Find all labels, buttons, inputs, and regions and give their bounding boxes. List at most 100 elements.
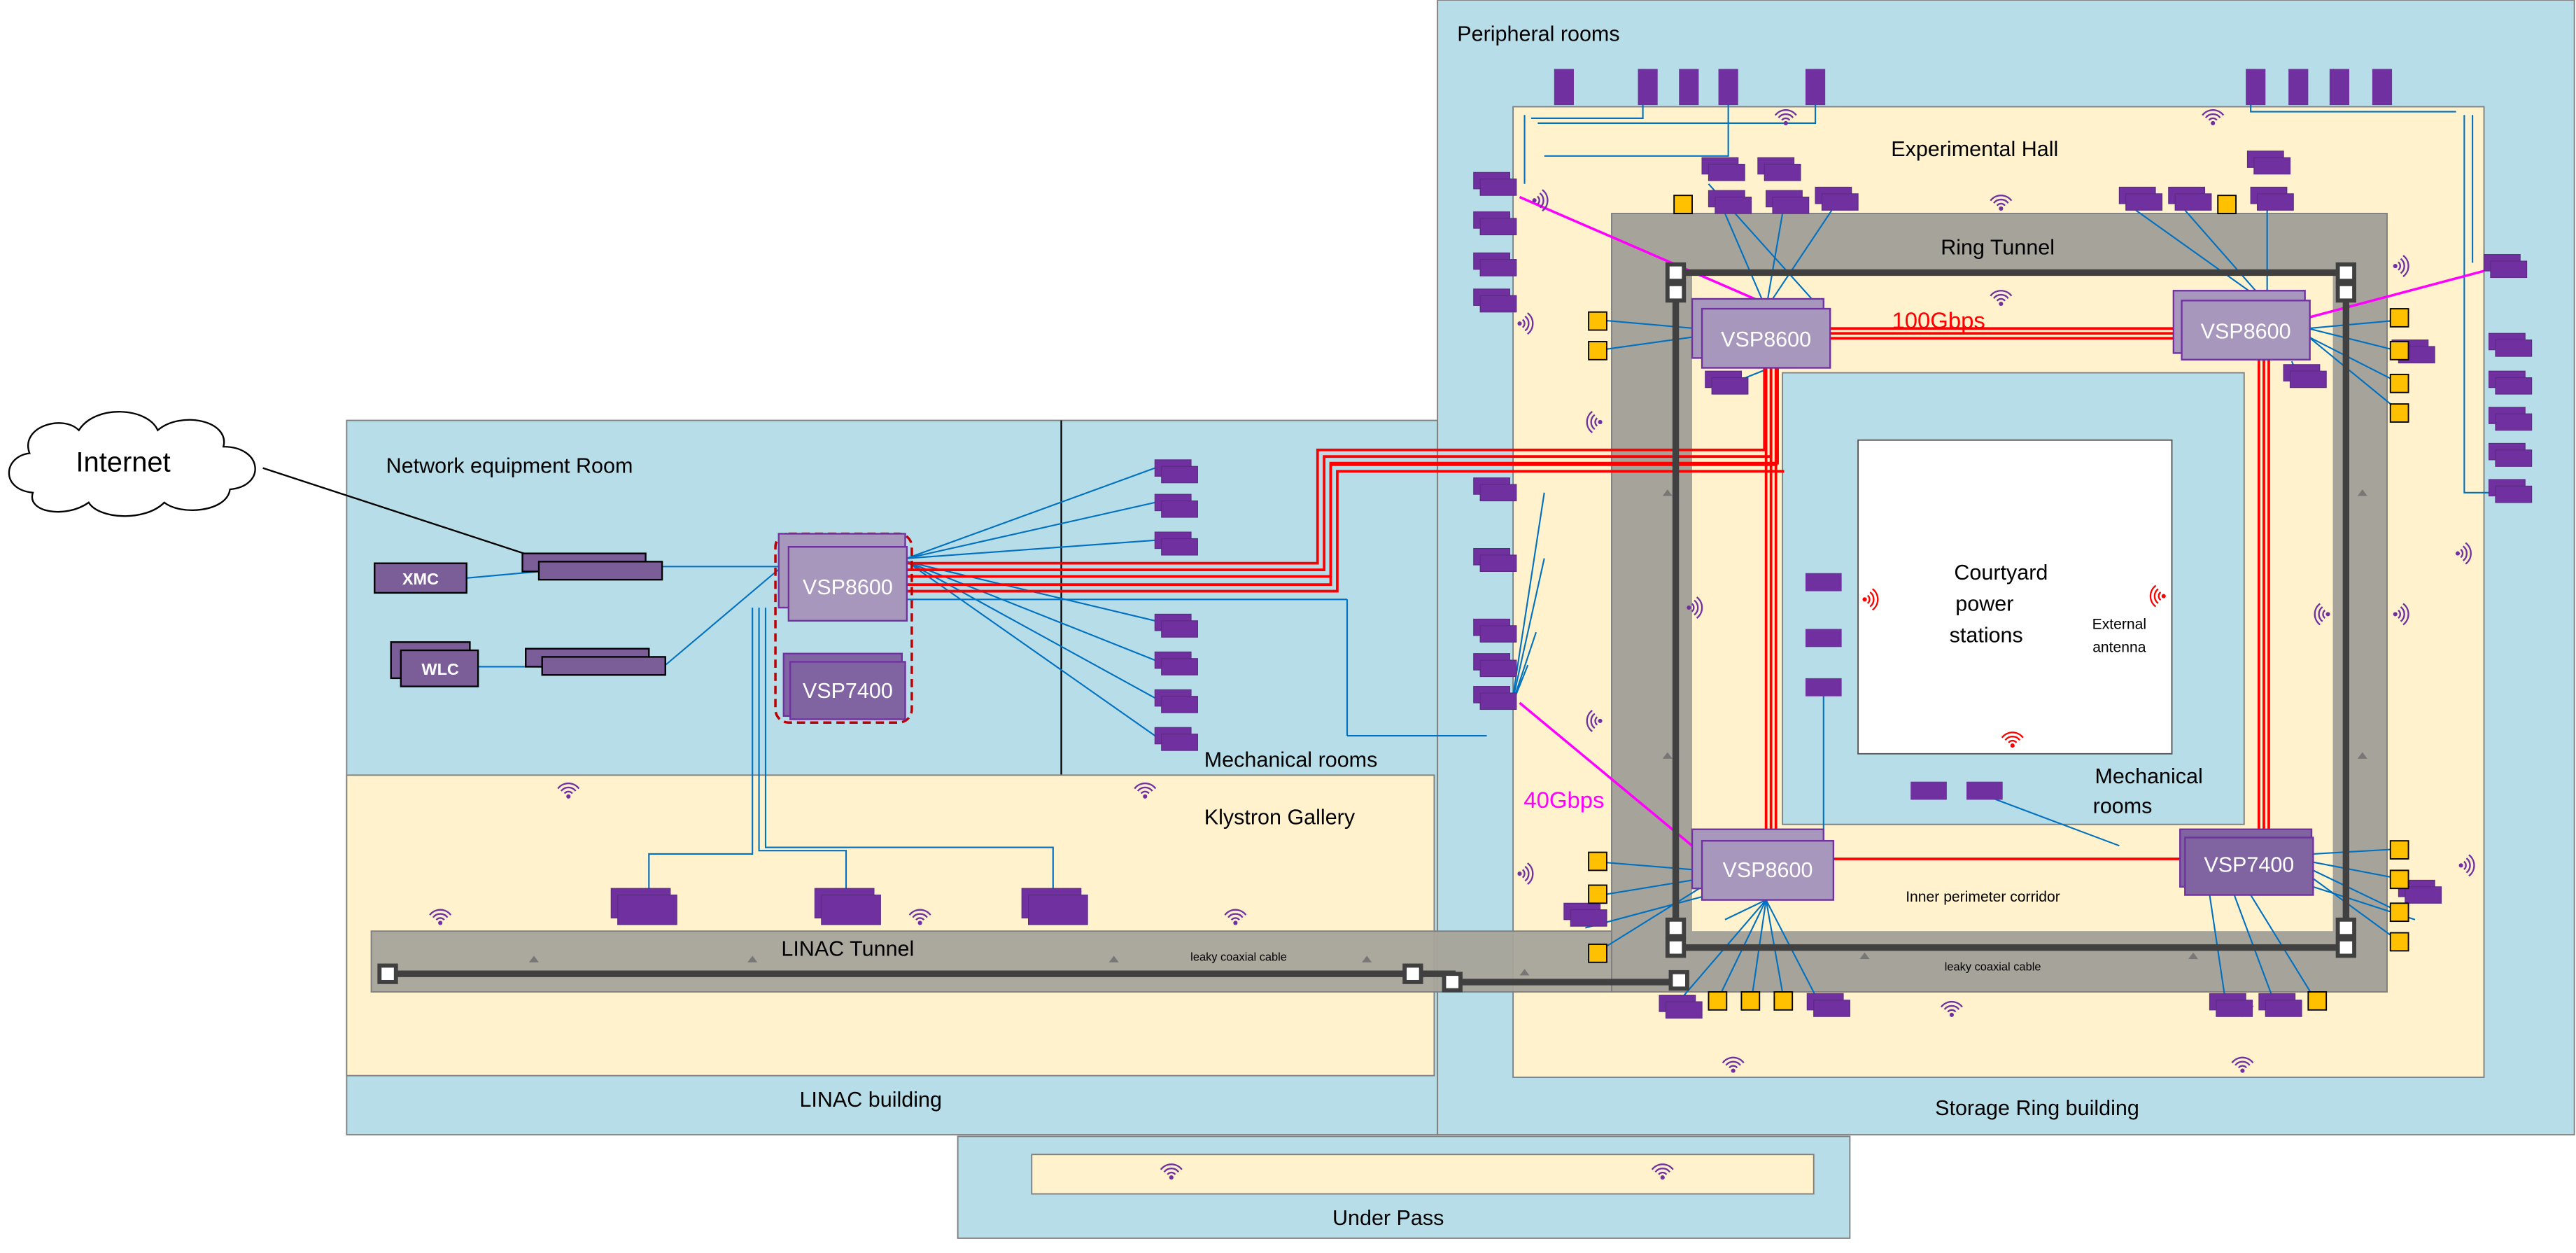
network-device[interactable]: [1154, 459, 1198, 484]
wifi-dot: [1532, 198, 1537, 203]
network-device[interactable]: [1154, 689, 1198, 713]
sensor-device[interactable]: [1740, 991, 1761, 1011]
network-device[interactable]: [2372, 69, 2393, 106]
network-device[interactable]: [1473, 252, 1517, 276]
sensor-device[interactable]: [1588, 311, 1607, 331]
network-device[interactable]: [1757, 157, 1801, 181]
network-device[interactable]: [610, 888, 677, 925]
network-device[interactable]: [1154, 493, 1198, 518]
sensor-device[interactable]: [2389, 373, 2409, 393]
cable-node: [2335, 262, 2357, 284]
network-device[interactable]: [1805, 69, 1826, 106]
network-device[interactable]: [1563, 902, 1607, 927]
network-device[interactable]: [2329, 69, 2350, 106]
cable-label: leaky coaxial cable: [1190, 951, 1287, 963]
sensor-device[interactable]: [2389, 902, 2409, 923]
network-device[interactable]: [2488, 442, 2533, 467]
network-device[interactable]: [1638, 69, 1658, 106]
network-device[interactable]: [2246, 150, 2291, 175]
network-device[interactable]: [1154, 613, 1198, 638]
wifi-arc: [1781, 117, 1791, 121]
network-device[interactable]: [2398, 879, 2442, 904]
network-device[interactable]: [2118, 186, 2162, 211]
network-device[interactable]: [1473, 547, 1517, 572]
network-device[interactable]: [1554, 69, 1574, 106]
wlc-controller[interactable]: WLC: [390, 641, 479, 687]
sensor-device[interactable]: [2389, 308, 2409, 328]
network-device[interactable]: [1679, 69, 1699, 106]
network-device[interactable]: [1705, 370, 1749, 395]
ring-switch-top-left[interactable]: VSP8600: [1691, 298, 1831, 369]
network-device[interactable]: [2246, 69, 2266, 106]
wifi-arc: [1654, 1168, 1671, 1173]
wifi-arc: [1590, 713, 1596, 729]
network-device[interactable]: [1473, 477, 1517, 502]
wlc-label: WLC: [421, 660, 458, 678]
network-device[interactable]: [2258, 993, 2302, 1017]
network-device[interactable]: [1473, 172, 1517, 196]
wifi-arc: [1527, 312, 1534, 335]
wifi-icon: [2458, 854, 2475, 877]
network-device[interactable]: [1766, 190, 1810, 214]
sensor-device[interactable]: [2389, 932, 2409, 952]
wifi-dot: [2393, 264, 2398, 269]
sensor-device[interactable]: [1588, 341, 1607, 360]
network-device[interactable]: [2488, 370, 2533, 395]
network-device[interactable]: [1473, 618, 1517, 643]
network-device[interactable]: [2483, 254, 2528, 279]
linac-vsp7400-switch[interactable]: VSP7400: [782, 652, 906, 720]
network-device[interactable]: [2488, 407, 2533, 431]
wifi-arc: [2402, 255, 2409, 278]
network-device[interactable]: [1154, 727, 1198, 751]
network-device[interactable]: [1966, 781, 2003, 800]
network-device[interactable]: [2283, 364, 2327, 388]
ring-switch-top-right[interactable]: VSP8600: [2172, 290, 2311, 360]
wifi-dot: [1517, 321, 1522, 326]
mechanical-rooms-label: Mechanical rooms: [1204, 748, 1378, 772]
linac-vsp8600-switch[interactable]: VSP8600: [777, 533, 908, 622]
sensor-device[interactable]: [2389, 840, 2409, 860]
network-device[interactable]: [1473, 288, 1517, 313]
switch-label: VSP7400: [2204, 853, 2294, 877]
network-device[interactable]: [1154, 651, 1198, 676]
network-device[interactable]: [2209, 993, 2253, 1017]
xmc-server[interactable]: XMC: [374, 562, 467, 594]
network-device[interactable]: [1708, 190, 1752, 214]
sensor-device[interactable]: [2389, 869, 2409, 890]
network-device[interactable]: [1021, 888, 1088, 925]
network-device[interactable]: [1154, 531, 1198, 556]
sensor-device[interactable]: [1588, 851, 1607, 872]
sensor-device[interactable]: [2307, 991, 2328, 1011]
ring-switch-bottom-left[interactable]: VSP8600: [1691, 828, 1835, 901]
network-device[interactable]: [2168, 186, 2212, 211]
network-device[interactable]: [1718, 69, 1738, 106]
network-device[interactable]: [1805, 573, 1842, 592]
sensor-device[interactable]: [2217, 195, 2237, 214]
sensor-device[interactable]: [1673, 195, 1693, 214]
wifi-arc: [2237, 1009, 2248, 1013]
network-device[interactable]: [2250, 186, 2294, 211]
sensor-device[interactable]: [2389, 403, 2409, 423]
network-device[interactable]: [1806, 993, 1850, 1017]
network-device[interactable]: [1805, 678, 1842, 696]
wifi-arc: [1227, 913, 1244, 918]
network-device[interactable]: [1910, 781, 1947, 800]
network-device[interactable]: [1473, 653, 1517, 678]
network-device[interactable]: [1805, 629, 1842, 648]
network-device[interactable]: [1473, 686, 1517, 710]
network-device[interactable]: [2288, 69, 2309, 106]
network-device[interactable]: [1815, 186, 1859, 211]
ring-switch-bottom-right[interactable]: VSP7400: [2179, 828, 2314, 896]
sensor-device[interactable]: [1773, 991, 1794, 1011]
sensor-device[interactable]: [1588, 884, 1607, 904]
network-device[interactable]: [1701, 157, 1745, 181]
network-device[interactable]: [2488, 332, 2533, 357]
network-device[interactable]: [1659, 995, 1703, 1019]
sensor-device[interactable]: [1708, 991, 1728, 1011]
wifi-dot: [2240, 1012, 2245, 1017]
network-device[interactable]: [1473, 211, 1517, 236]
network-device[interactable]: [814, 888, 881, 925]
sensor-device[interactable]: [2389, 341, 2409, 360]
sensor-device[interactable]: [1588, 944, 1607, 963]
network-device[interactable]: [2488, 479, 2533, 503]
